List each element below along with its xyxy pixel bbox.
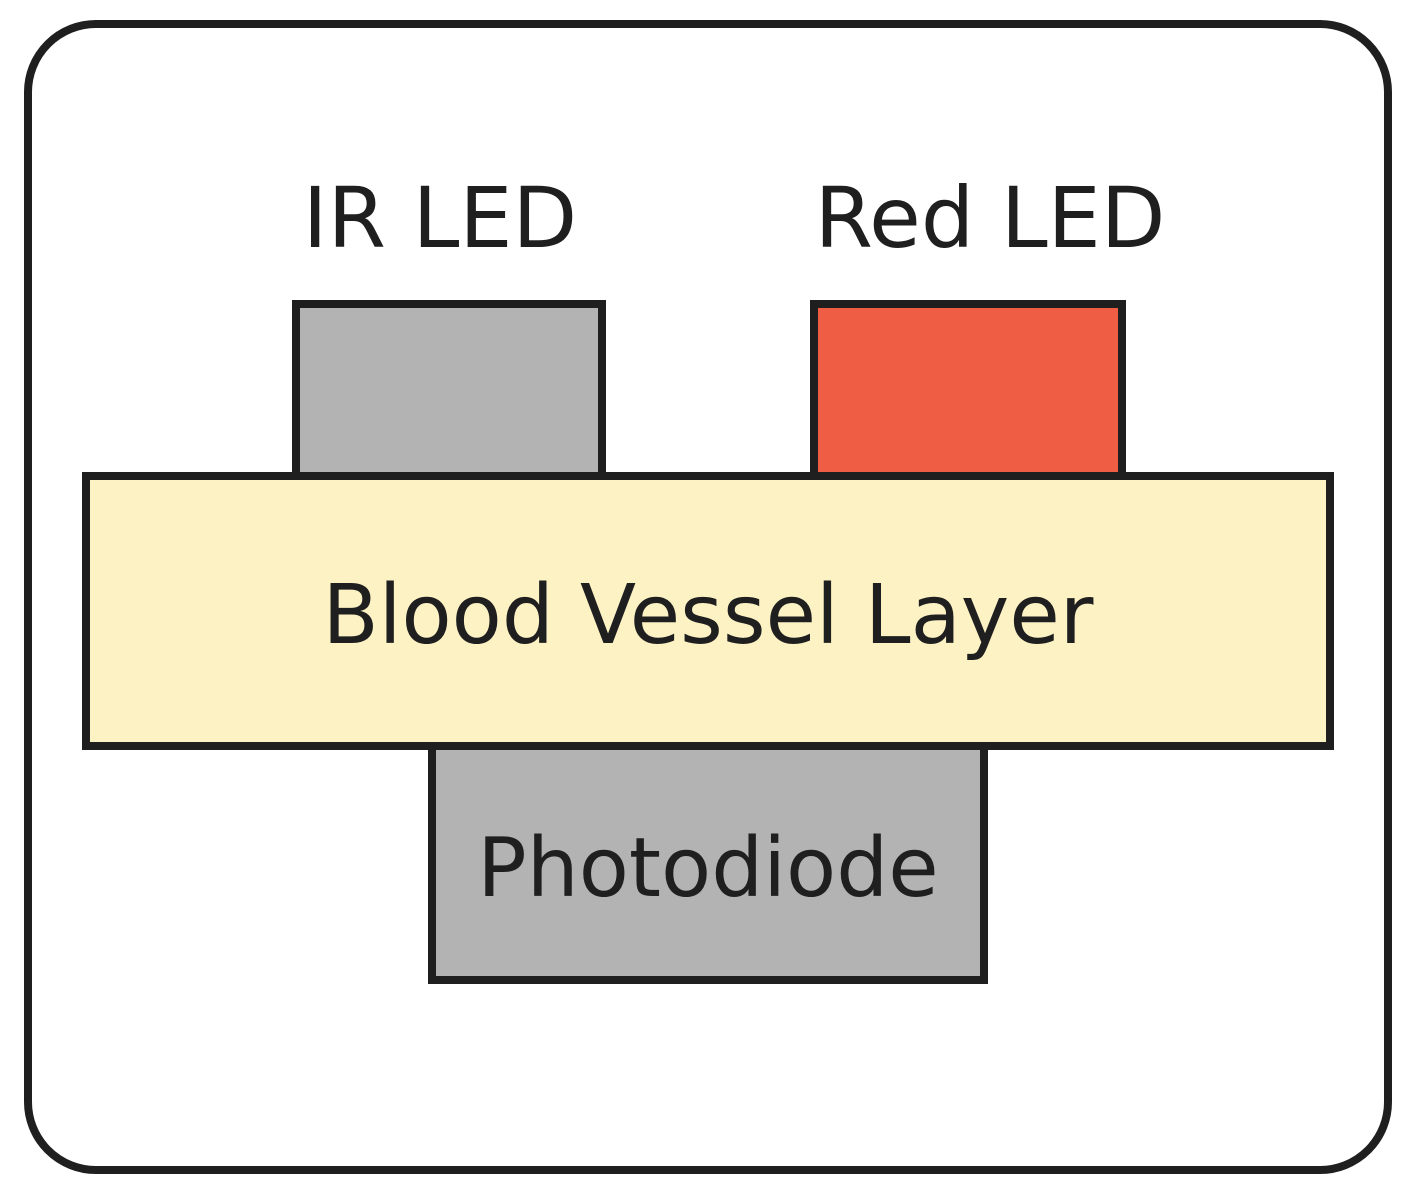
- ir-led-label: IR LED: [302, 169, 578, 267]
- red-led-label: Red LED: [814, 169, 1166, 267]
- blood-vessel-layer-label: Blood Vessel Layer: [322, 568, 1094, 663]
- ir-led-block: [292, 300, 606, 486]
- blood-vessel-layer: Blood Vessel Layer: [82, 472, 1334, 750]
- red-led-block: [810, 300, 1126, 486]
- photodiode-block: Photodiode: [428, 738, 988, 984]
- photodiode-label: Photodiode: [477, 821, 939, 916]
